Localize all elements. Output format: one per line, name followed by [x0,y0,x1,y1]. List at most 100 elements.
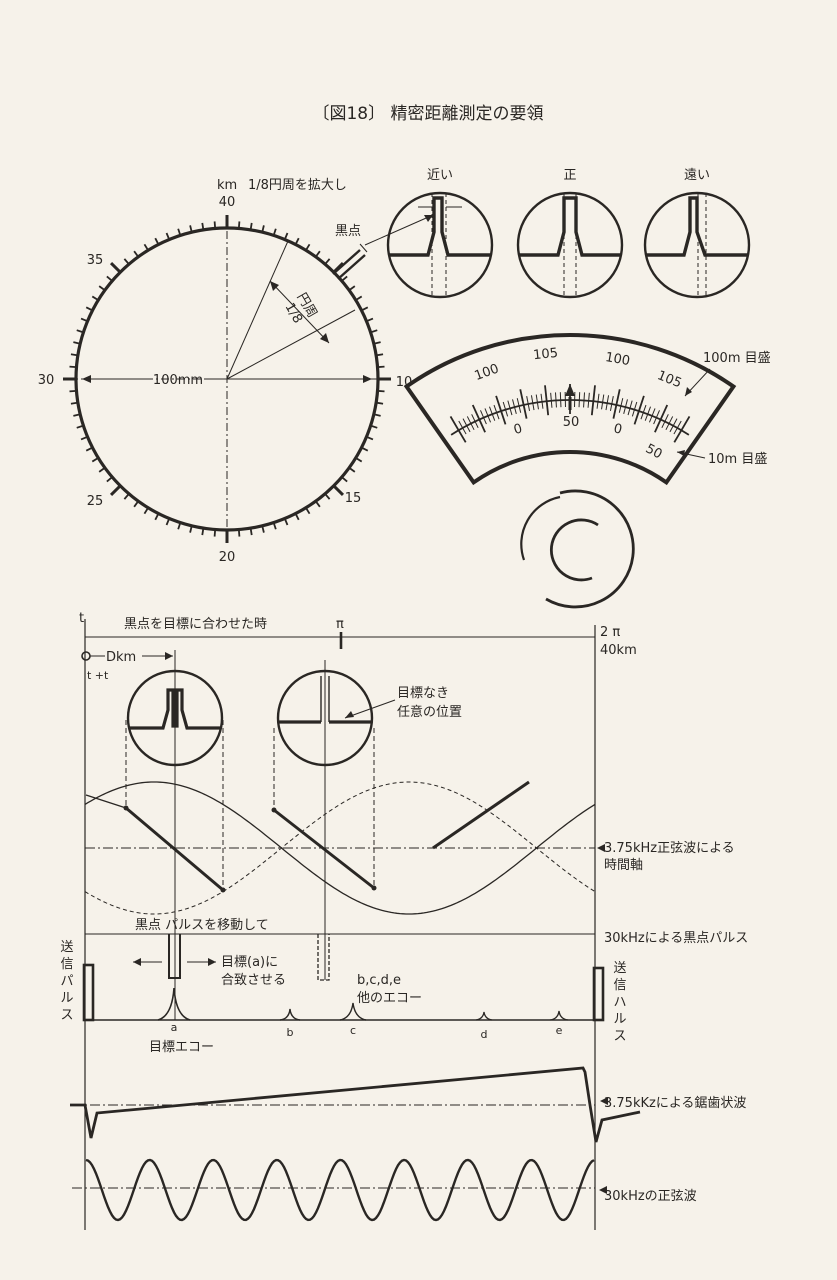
fine-lower-tick [509,408,513,416]
dial-unit-label: km [217,178,237,193]
scope-near: 近い [386,168,494,299]
diameter-arrowhead-right [363,375,372,383]
sawtooth-wave [70,1066,641,1143]
scope-far-trace [645,196,749,257]
timing-scope-aligned [126,669,224,767]
fine-lower-tick [545,401,550,416]
fine-upper-tick [495,395,502,412]
sweep-lead-in [85,794,127,809]
fine-upper-tick [554,392,557,401]
dial-tick [315,500,321,508]
dial-tick [237,221,241,229]
dial-tick [377,365,385,369]
fine-lower-tick [673,429,683,443]
fine-upper-tick [672,418,678,426]
fine-lower-tick [609,403,613,411]
fine-upper-tick [680,416,691,431]
echo-c-label: c [350,1024,356,1037]
fine-lower-tick [596,401,599,409]
fine-upper-tick [647,406,651,415]
dial-tick [249,528,253,536]
dial-tick [366,435,374,441]
dial-tick [177,228,182,236]
fine-upper-tick [624,399,628,408]
echo-b [279,1008,301,1021]
fine-lower-tick [627,408,631,416]
fine-upper-tick [502,401,507,410]
fine-100m-arrowhead [685,387,692,396]
fine-lower-tick [587,400,590,408]
fine-lower-tick [487,415,492,423]
sine-3k75-dashed [84,781,596,915]
fine-upper-tick [512,399,516,408]
fine-upper-tick [480,410,485,418]
dial-tick [294,513,300,521]
scope-far-label: 遠い [684,168,710,183]
echo-d [475,1011,493,1021]
dial-tick [315,250,321,258]
sine30k-arrowhead [599,1186,607,1194]
dial-tick [283,232,289,240]
tx-pulse-left [82,963,95,1022]
dial-tick [133,500,139,508]
fine-lower-tick [631,409,635,417]
diameter-arrowhead-left [82,375,91,383]
fine-upper-tick [583,392,586,401]
forty-km-label: 40km [600,643,637,658]
dial-tick [123,258,130,265]
timing-scope-no-target [276,669,374,767]
dial-tick [324,493,331,500]
fine-upper-tick [484,408,489,417]
fine-lower-tick [496,412,500,420]
fine-lower-tick [661,421,666,429]
t-plus-label: t +t [87,669,109,682]
fine-upper-tick [493,404,498,413]
dial-tick [376,401,384,405]
tx-right-char-4: ル [613,1012,626,1027]
dial-mark-40: 40 [219,195,236,210]
fine-lower-tick [648,415,653,423]
echo-e [549,1010,569,1021]
enlarge-leader [364,214,434,246]
fine-upper-tick [544,385,548,402]
no-target-label-2: 任意の位置 [397,704,462,720]
fine-lower-tick [612,404,618,419]
eighth-arrowhead-bottom [320,333,329,343]
scope-exact: 正 [516,168,624,299]
sweep-segment-right [432,780,530,850]
black-pulse-arbitrary [317,934,330,981]
fine-upper-tick [592,385,596,402]
fine-upper-tick [606,395,610,404]
t0-label: t [79,611,84,626]
no-target-label-1: 目標なき [397,686,449,701]
fine-upper-tick [664,414,669,422]
scope-exact-trace [518,196,622,257]
dial-tick [261,525,265,533]
scope-far: 遠い [643,168,751,299]
fine-upper-tick [526,396,529,405]
fine-scale-pointer-head [565,384,575,396]
tx-right-char-5: ス [613,1029,626,1044]
fine-lower-tick [522,404,528,419]
dial-enlarge-note: 1/8円周を拡大し [248,178,347,193]
dial-tick [332,484,345,497]
fine-lower-tick [536,402,539,410]
dial-tick [143,243,149,251]
fine-upper-tick [535,394,538,403]
scope-near-trace [388,196,492,257]
dial-tick [366,317,374,323]
enlarge-leader-arrowhead [424,215,433,222]
eighth-arrowhead-top [270,281,279,291]
dial-tick [106,275,113,282]
dial-mark-35: 35 [87,253,104,268]
dial-tick [165,232,171,240]
fine-upper-tick [659,404,669,420]
dial-tick [341,476,348,483]
dial-tick [283,518,289,526]
dial-tick [91,295,99,301]
dial-tick [70,401,78,405]
fine-upper-tick [597,393,600,402]
tx-left-char-4: ル [60,991,73,1006]
dial-tick [80,317,88,323]
dial-tick [73,413,81,417]
